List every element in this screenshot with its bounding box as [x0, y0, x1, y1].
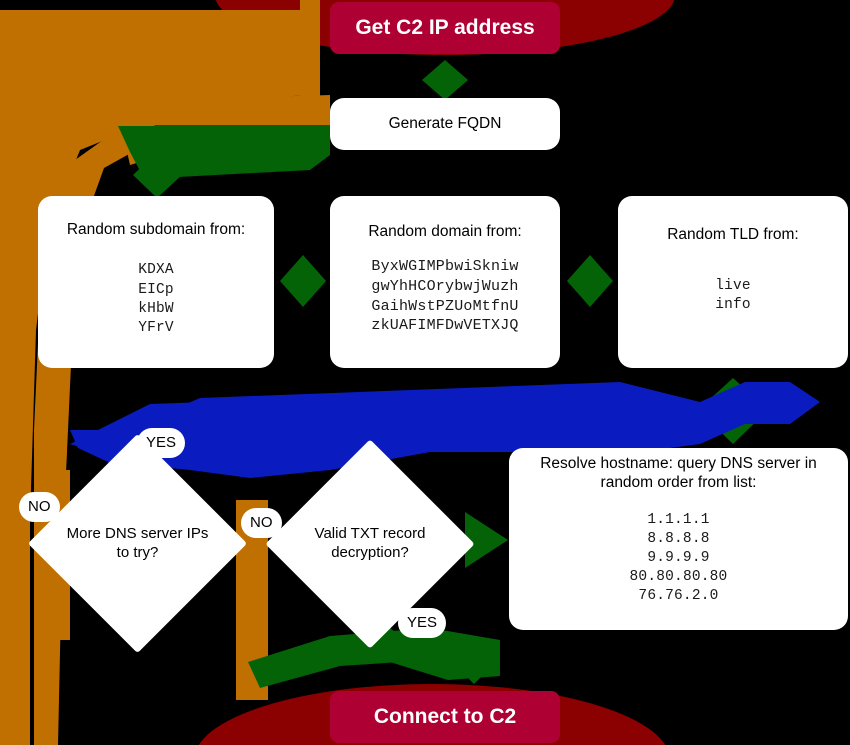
- node-valid-txt[interactable]: Valid TXT record decryption?: [265, 439, 475, 649]
- arrow-connect-c2-head: [452, 640, 496, 684]
- node-generate-fqdn[interactable]: Generate FQDN: [330, 98, 560, 150]
- edge-label-more-dns-no: NO: [19, 492, 60, 522]
- node-resolve-hostname-items: 1.1.1.1 8.8.8.8 9.9.9.9 80.80.80.80 76.7…: [629, 511, 728, 605]
- arrow-resolve-to-validtxt: [465, 512, 508, 568]
- node-resolve-hostname[interactable]: Resolve hostname: query DNS server in ra…: [509, 448, 848, 630]
- arrow-subdomain-to-domain: [280, 255, 326, 307]
- node-get-c2-ip-label: Get C2 IP address: [355, 16, 535, 39]
- node-resolve-hostname-title: Resolve hostname: query DNS server in ra…: [540, 454, 817, 492]
- node-connect-to-c2-label: Connect to C2: [373, 705, 517, 728]
- node-random-subdomain-title: Random subdomain from:: [66, 221, 246, 239]
- node-random-domain[interactable]: Random domain from: ByxWGIMPbwiSkniw gwY…: [330, 196, 560, 368]
- node-valid-txt-label: Valid TXT record decryption?: [314, 525, 426, 561]
- edge-label-valid-txt-yes: YES: [398, 608, 447, 638]
- node-get-c2-ip[interactable]: Get C2 IP address: [330, 2, 560, 54]
- node-more-dns-ips[interactable]: More DNS server IPs to try?: [27, 433, 248, 654]
- node-random-subdomain-items: KDXA EICp kHbW YFrV: [138, 262, 174, 336]
- node-random-tld-items: live info: [715, 277, 751, 313]
- arrow-resolve-blue-head: [560, 388, 608, 432]
- node-connect-to-c2[interactable]: Connect to C2: [330, 691, 560, 743]
- edge-label-valid-txt-no: NO: [241, 508, 282, 538]
- arrow-getc2-to-fqdn: [422, 60, 468, 100]
- node-more-dns-ips-label: More DNS server IPs to try?: [66, 524, 209, 561]
- node-random-domain-items: ByxWGIMPbwiSkniw gwYhHCOrybwjWuzh GaihWs…: [371, 258, 519, 335]
- edge-resolve-loop-blue-body: [70, 390, 700, 472]
- node-generate-fqdn-label: Generate FQDN: [388, 115, 502, 133]
- arrow-domain-to-tld: [567, 255, 613, 307]
- edge-valid-txt-no: [236, 500, 268, 690]
- edge-label-more-dns-yes: YES: [137, 428, 186, 458]
- node-random-subdomain[interactable]: Random subdomain from: KDXA EICp kHbW YF…: [38, 196, 274, 368]
- edge-fqdn-to-subdomain-body: [130, 125, 330, 178]
- node-random-domain-title: Random domain from:: [368, 222, 522, 240]
- arrow-fqdn-to-subdomain-head: [133, 152, 182, 198]
- edge-valid-txt-yes-body: [248, 628, 500, 688]
- edge-no-loop-orange-head: [0, 10, 300, 745]
- node-random-tld[interactable]: Random TLD from: live info: [618, 196, 848, 368]
- node-random-tld-title: Random TLD from:: [667, 226, 799, 244]
